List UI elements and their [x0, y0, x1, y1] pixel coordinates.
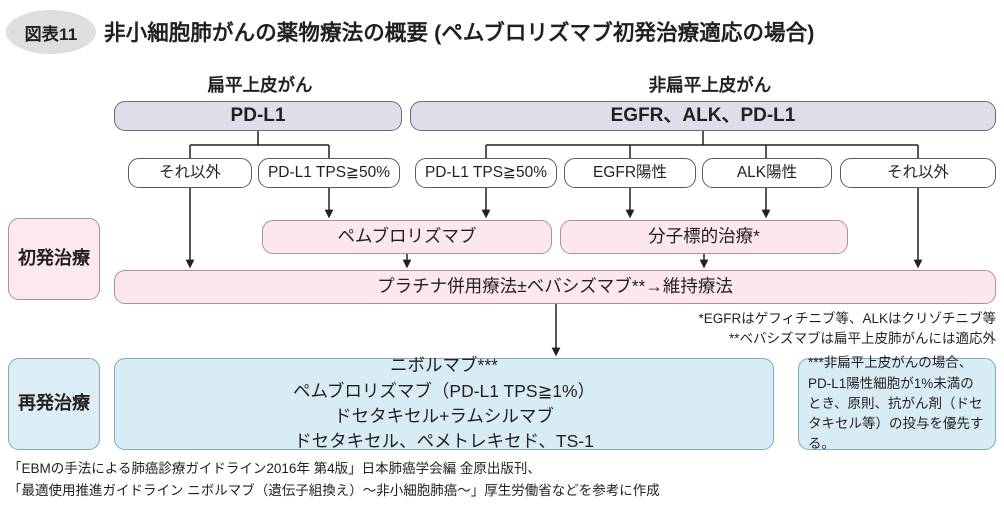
treatment-box-platinum-doublet-label: プラチナ併用療法±ベバシズマブ**→維持療法: [377, 276, 733, 297]
relapse-side-note-text: ***非扁平上皮がんの場合、PD-L1陽性細胞が1%未満のとき、原則、抗がん剤（…: [808, 355, 984, 452]
criteria-box-other-squamous[interactable]: それ以外: [128, 158, 252, 188]
first-line-footnotes: *EGFRはゲフィチニブ等、ALKはクリゾチニブ等 **ベバシズマブは扁平上皮肺…: [698, 311, 996, 346]
stage-label-first-line: 初発治療: [8, 218, 100, 300]
stage-label-relapse-text: 再発治療: [18, 393, 90, 414]
treatment-box-pembrolizumab[interactable]: ペムブロリズマブ: [262, 220, 552, 254]
stage-label-first-line-text: 初発治療: [18, 248, 90, 269]
marker-box-egfr-alk-pdl1-label: EGFR、ALK、PD-L1: [610, 105, 796, 127]
marker-box-pdl1-label: PD-L1: [230, 105, 286, 127]
column-caption-squamous: 扁平上皮がん: [207, 75, 313, 95]
treatment-box-relapse[interactable]: ニボルマブ*** ペムブロリズマブ（PD-L1 TPS≧1%） ドセタキセル+ラ…: [114, 355, 774, 451]
marker-box-egfr-alk-pdl1[interactable]: EGFR、ALK、PD-L1: [410, 101, 996, 131]
figure-number-text: 図表11: [24, 24, 78, 44]
treatment-box-platinum-doublet[interactable]: プラチナ併用療法±ベバシズマブ**→維持療法: [114, 270, 996, 304]
criteria-label: PD-L1 TPS≧50%: [267, 163, 391, 181]
treatment-box-pembrolizumab-label: ペムブロリズマブ: [337, 226, 477, 247]
criteria-box-alk-positive[interactable]: ALK陽性: [702, 158, 832, 188]
criteria-box-egfr-positive[interactable]: EGFR陽性: [564, 158, 696, 188]
criteria-box-pdl1-tps50-squamous[interactable]: PD-L1 TPS≧50%: [258, 158, 400, 188]
source-citation: 「EBMの手法による肺癌診療ガイドライン2016年 第4版」日本肺癌学会編 金原…: [8, 461, 660, 498]
figure-number-badge: 図表11: [6, 10, 96, 54]
page-title: 非小細胞肺がんの薬物療法の概要 (ペムブロリズマブ初発治療適応の場合): [104, 21, 815, 45]
treatment-box-molecular-targeted-label: 分子標的治療*: [648, 226, 760, 247]
criteria-box-other-nonsquamous[interactable]: それ以外: [840, 158, 996, 188]
treatment-box-molecular-targeted[interactable]: 分子標的治療*: [560, 220, 848, 254]
stage-label-relapse: 再発治療: [8, 358, 100, 450]
relapse-side-note: ***非扁平上皮がんの場合、PD-L1陽性細胞が1%未満のとき、原則、抗がん剤（…: [798, 355, 996, 451]
marker-box-pdl1[interactable]: PD-L1: [114, 101, 402, 131]
criteria-label: EGFR陽性: [592, 163, 668, 181]
criteria-box-pdl1-tps50-nonsquamous[interactable]: PD-L1 TPS≧50%: [415, 158, 557, 188]
column-caption-nonsquamous: 非扁平上皮がん: [648, 75, 772, 95]
criteria-label: PD-L1 TPS≧50%: [424, 163, 548, 181]
criteria-label: それ以外: [886, 163, 949, 181]
criteria-label: それ以外: [158, 163, 221, 181]
criteria-label: ALK陽性: [736, 163, 798, 181]
treatment-box-relapse-lines: ニボルマブ*** ペムブロリズマブ（PD-L1 TPS≧1%） ドセタキセル+ラ…: [292, 355, 596, 452]
